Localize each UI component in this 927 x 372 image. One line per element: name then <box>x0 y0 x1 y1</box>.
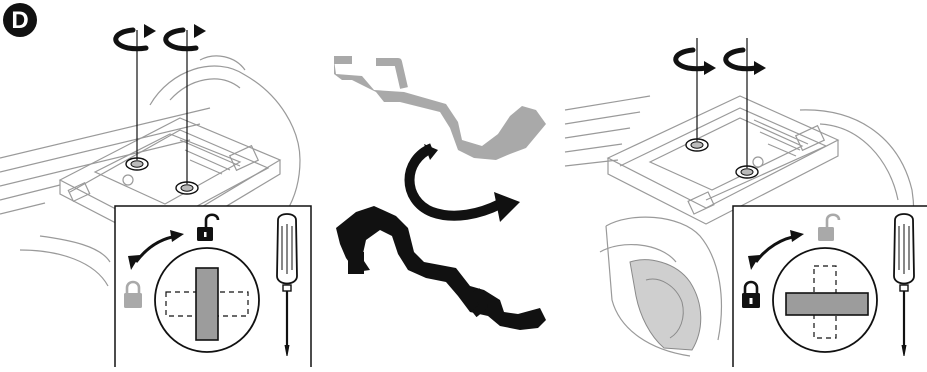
right-detail-panel <box>733 206 927 367</box>
rotate-arrow-icon <box>166 24 206 49</box>
left-detail-panel <box>115 206 311 367</box>
adapter-before-flip <box>334 56 546 160</box>
step-badge: D <box>3 3 37 37</box>
adapter-after-flip <box>336 206 546 330</box>
right-clamp-shading <box>630 260 701 350</box>
rotate-arrow-icon <box>726 50 766 75</box>
rotate-arrow-icon <box>116 24 156 49</box>
rotate-arrow-icon <box>676 50 716 75</box>
step-badge-label: D <box>11 7 28 34</box>
